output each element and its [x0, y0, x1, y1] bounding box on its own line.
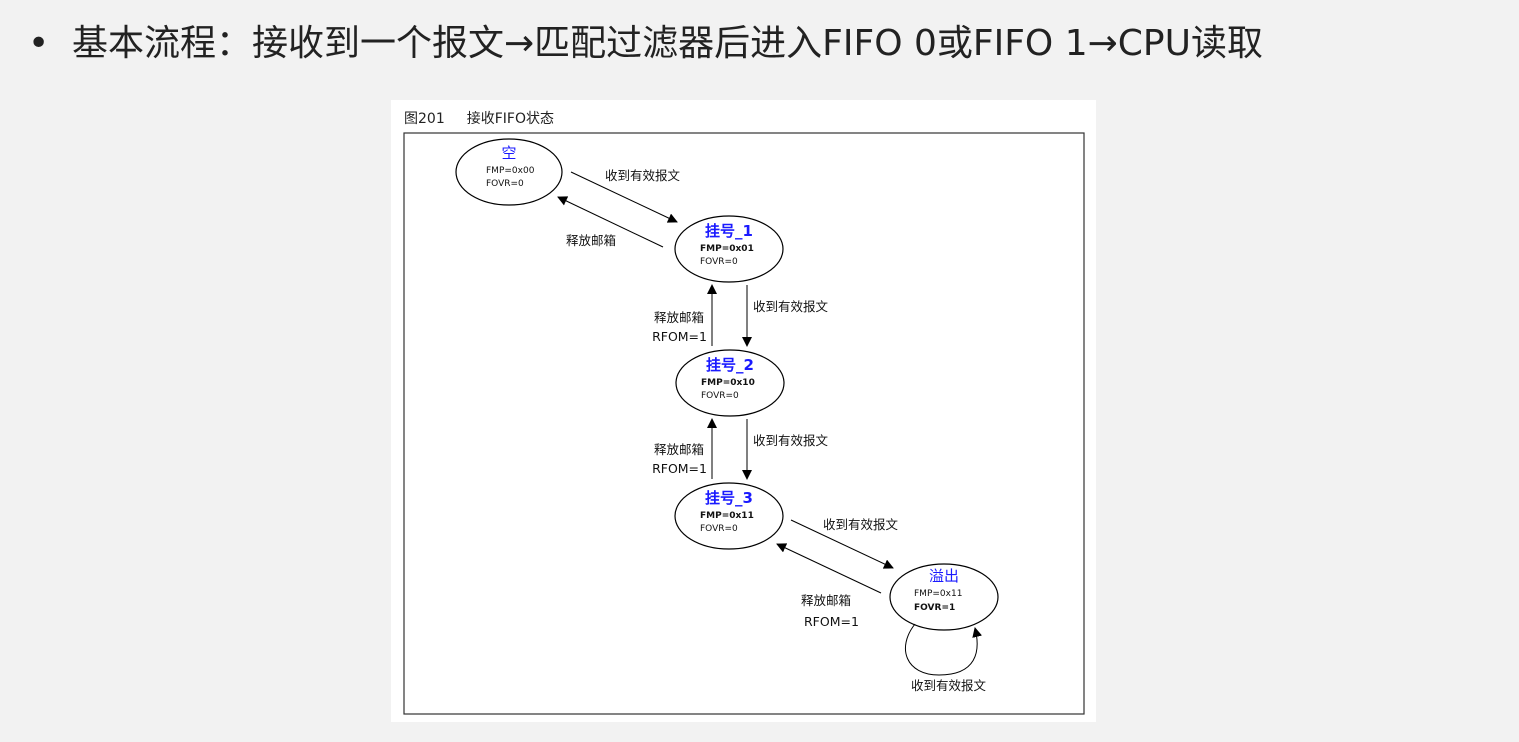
state-pending3-name: 挂号_3 — [705, 489, 753, 507]
bullet-dot: • — [28, 23, 50, 64]
edge-pending2-to-pending1-rfom: RFOM=1 — [652, 329, 707, 344]
state-pending2-fmp: FMP=0x10 — [701, 378, 755, 388]
edge-overflow-self-loop-label: 收到有效报文 — [911, 678, 987, 693]
edge-pending2-to-pending1-label: 释放邮箱 — [654, 310, 704, 325]
state-pending2-ellipse — [675, 349, 785, 417]
edge-pending3-to-overflow — [790, 519, 894, 569]
state-overflow-fovr: FOVR=1 — [914, 603, 955, 613]
edge-overflow-self-loop — [905, 623, 983, 676]
edge-empty-to-pending1-label: 收到有效报文 — [605, 168, 681, 183]
fifo-state-figure: 图201 接收FIFO状态 空 FMP=0x00 FOVR=0 挂号_1 FMP=… — [391, 100, 1096, 722]
edge-empty-to-pending1 — [570, 171, 678, 223]
state-pending1-fovr: FOVR=0 — [700, 257, 738, 267]
state-pending3: 挂号_3 FMP=0x11 FOVR=0 — [674, 482, 784, 550]
state-overflow-fmp: FMP=0x11 — [914, 589, 962, 599]
figure-caption: 图201 接收FIFO状态 — [404, 108, 554, 128]
state-empty-ellipse — [455, 138, 563, 206]
state-pending3-ellipse — [674, 482, 784, 550]
state-empty-fmp: FMP=0x00 — [486, 166, 535, 176]
state-diagram: 空 FMP=0x00 FOVR=0 挂号_1 FMP=0x01 FOVR=0 挂… — [403, 132, 1085, 715]
edge-pending1-to-pending2-label: 收到有效报文 — [753, 299, 829, 314]
edge-overflow-to-pending3 — [776, 543, 882, 594]
slide-bullet-line: • 基本流程：接收到一个报文→匹配过滤器后进入FIFO 0或FIFO 1→CPU读… — [28, 14, 1263, 66]
state-pending3-fovr: FOVR=0 — [700, 524, 738, 534]
state-empty-name: 空 — [501, 144, 516, 162]
bullet-text: 基本流程：接收到一个报文→匹配过滤器后进入FIFO 0或FIFO 1→CPU读取 — [72, 23, 1263, 64]
edge-pending1-to-empty — [557, 196, 664, 248]
edge-pending3-to-pending2-rfom: RFOM=1 — [652, 461, 707, 476]
state-pending1-fmp: FMP=0x01 — [700, 244, 754, 254]
edge-overflow-to-pending3-label: 释放邮箱 — [801, 593, 851, 608]
state-overflow-ellipse — [889, 563, 999, 631]
edge-overflow-to-pending3-rfom: RFOM=1 — [804, 614, 859, 629]
state-pending2: 挂号_2 FMP=0x10 FOVR=0 — [675, 349, 785, 417]
state-pending1-name: 挂号_1 — [705, 222, 753, 240]
state-pending1-ellipse — [674, 215, 784, 283]
figure-number: 图201 — [404, 111, 445, 127]
state-pending1: 挂号_1 FMP=0x01 FOVR=0 — [674, 215, 784, 283]
edge-pending2-to-pending3-label: 收到有效报文 — [753, 433, 829, 448]
state-empty-fovr: FOVR=0 — [486, 179, 524, 189]
diagram-frame — [403, 132, 1085, 715]
state-pending2-name: 挂号_2 — [706, 356, 754, 374]
edge-pending3-to-overflow-label: 收到有效报文 — [823, 517, 899, 532]
state-overflow-name: 溢出 — [929, 567, 959, 585]
state-pending3-fmp: FMP=0x11 — [700, 511, 754, 521]
state-overflow: 溢出 FMP=0x11 FOVR=1 — [889, 563, 999, 631]
state-empty: 空 FMP=0x00 FOVR=0 — [455, 138, 563, 206]
figure-title: 接收FIFO状态 — [466, 111, 554, 127]
state-pending2-fovr: FOVR=0 — [701, 391, 739, 401]
edge-pending3-to-pending2-label: 释放邮箱 — [654, 442, 704, 457]
edge-pending1-to-empty-label: 释放邮箱 — [566, 233, 616, 248]
